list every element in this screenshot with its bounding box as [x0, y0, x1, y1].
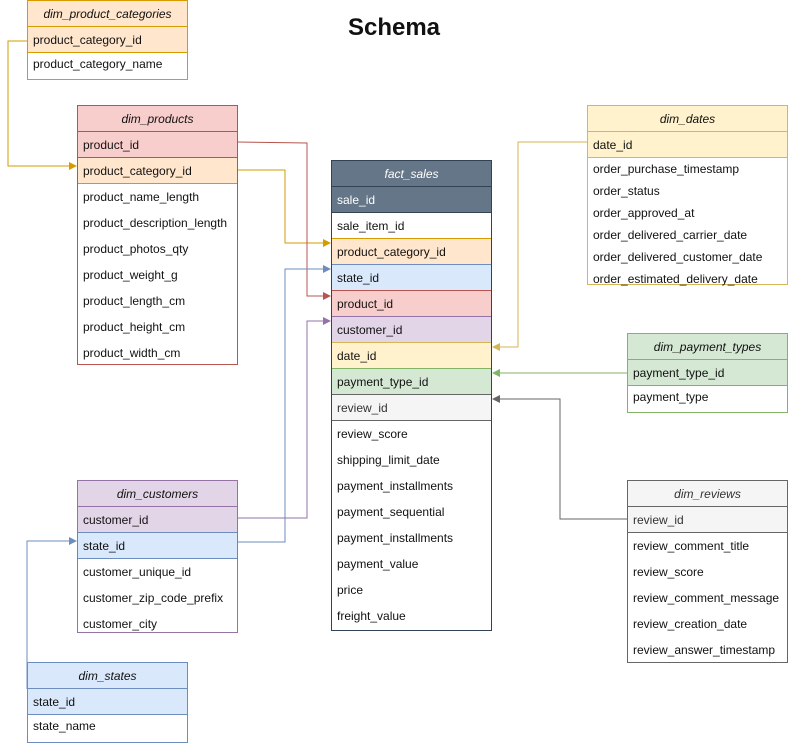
field-review-creation-date: review_creation_date — [633, 617, 748, 631]
field-payment-installments-2: payment_installments — [337, 531, 454, 545]
field-customer-city: customer_city — [83, 617, 158, 631]
table-dim-product-categories[interactable]: dim_product_categories product_category_… — [27, 0, 188, 80]
field-product-category-id: product_category_id — [28, 27, 187, 53]
field-payment-type-id: payment_type_id — [332, 369, 491, 395]
table-dim-payment-types[interactable]: dim_payment_types payment_type_id paymen… — [627, 333, 788, 413]
field-product-photos-qty: product_photos_qty — [83, 242, 189, 256]
field-payment-sequential: payment_sequential — [337, 505, 445, 519]
table-header: dim_product_categories — [28, 1, 187, 27]
page-title: Schema — [347, 14, 441, 41]
field-payment-type-id: payment_type_id — [628, 360, 787, 386]
field-date-id: date_id — [588, 132, 787, 158]
field-product-length-cm: product_length_cm — [83, 294, 186, 308]
field-product-category-name: product_category_name — [33, 57, 163, 71]
field-review-score: review_score — [633, 565, 704, 579]
field-product-id: product_id — [332, 291, 491, 317]
field-product-weight-g: product_weight_g — [83, 268, 178, 282]
field-state-id: state_id — [28, 689, 187, 715]
field-review-comment-title: review_comment_title — [633, 539, 750, 553]
field-order-delivered-carrier-date: order_delivered_carrier_date — [593, 228, 748, 242]
field-state-name: state_name — [33, 719, 96, 733]
field-product-height-cm: product_height_cm — [83, 320, 186, 334]
field-product-id: product_id — [78, 132, 237, 158]
field-customer-id: customer_id — [332, 317, 491, 343]
field-state-id: state_id — [332, 265, 491, 291]
field-sale-item-id: sale_item_id — [332, 213, 491, 239]
field-order-approved-at: order_approved_at — [593, 206, 695, 220]
field-review-comment-message: review_comment_message — [633, 591, 780, 605]
table-dim-reviews[interactable]: dim_reviews review_id review_comment_tit… — [627, 480, 788, 663]
field-price: price — [337, 583, 364, 597]
field-review-answer-timestamp: review_answer_timestamp — [633, 643, 776, 657]
table-header: dim_customers — [78, 481, 237, 507]
link-states-to-customers — [26, 537, 77, 689]
field-order-delivered-customer-date: order_delivered_customer_date — [593, 250, 763, 264]
link-customers-state-to-fact — [237, 265, 331, 543]
table-header: dim_states — [28, 663, 187, 689]
field-product-category-id: product_category_id — [78, 158, 237, 184]
table-dim-products[interactable]: dim_products product_id product_category… — [77, 105, 238, 365]
field-review-id: review_id — [628, 507, 787, 533]
table-header: dim_reviews — [628, 481, 787, 507]
link-category-to-products — [7, 40, 77, 170]
field-order-estimated-delivery-date: order_estimated_delivery_date — [593, 272, 758, 286]
table-dim-states[interactable]: dim_states state_id state_name — [27, 662, 188, 743]
field-product-description-length: product_description_length — [83, 216, 228, 230]
field-review-score: review_score — [337, 427, 408, 441]
field-product-category-id: product_category_id — [332, 239, 491, 265]
field-shipping-limit-date: shipping_limit_date — [337, 453, 440, 467]
table-header: dim_products — [78, 106, 237, 132]
table-header: dim_payment_types — [628, 334, 787, 360]
link-products-category-to-fact — [237, 169, 331, 247]
field-payment-value: payment_value — [337, 557, 419, 571]
link-reviews-to-fact — [492, 395, 627, 520]
field-freight-value: freight_value — [337, 609, 406, 623]
field-date-id: date_id — [332, 343, 491, 369]
table-fact-sales[interactable]: fact_sales sale_id sale_item_id product_… — [331, 160, 492, 631]
field-product-width-cm: product_width_cm — [83, 346, 181, 360]
link-dates-to-fact — [492, 141, 587, 351]
field-product-name-length: product_name_length — [83, 190, 200, 204]
table-dim-dates[interactable]: dim_dates date_id order_purchase_timesta… — [587, 105, 788, 286]
link-products-to-fact — [236, 141, 331, 300]
field-order-status: order_status — [593, 184, 660, 198]
table-dim-customers[interactable]: dim_customers customer_id state_id custo… — [77, 480, 238, 633]
table-header: fact_sales — [332, 161, 491, 187]
field-review-id: review_id — [332, 395, 491, 421]
table-header: dim_dates — [588, 106, 787, 132]
field-payment-installments: payment_installments — [337, 479, 454, 493]
field-payment-type: payment_type — [633, 390, 709, 404]
field-customer-zip-code-prefix: customer_zip_code_prefix — [83, 591, 224, 605]
field-sale-id: sale_id — [332, 187, 491, 213]
field-customer-unique-id: customer_unique_id — [83, 565, 192, 579]
field-customer-id: customer_id — [78, 507, 237, 533]
link-customers-to-fact — [237, 317, 331, 519]
field-state-id: state_id — [78, 533, 237, 559]
field-order-purchase-timestamp: order_purchase_timestamp — [593, 162, 740, 176]
